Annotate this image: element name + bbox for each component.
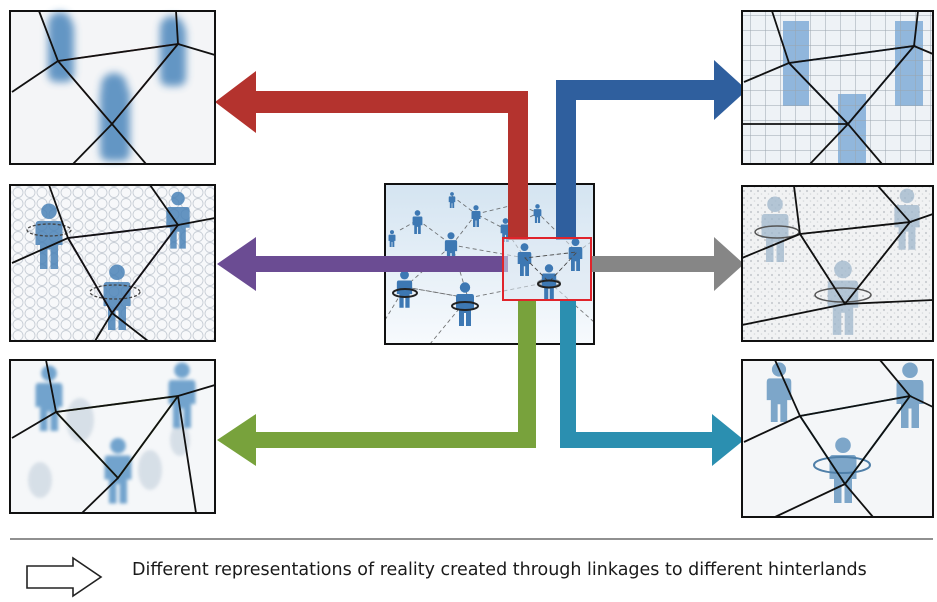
outline-right-arrow-icon (26, 556, 103, 598)
link-arrow-blue (556, 60, 747, 240)
link-arrow-green (217, 300, 536, 466)
panel-mid-left (9, 184, 216, 342)
legend-caption: Different representations of reality cre… (132, 560, 867, 580)
panel-top-left (9, 10, 216, 165)
panel-mid-right (741, 185, 934, 342)
panel-top-right (741, 10, 934, 165)
panel-bottom-right (741, 359, 934, 518)
highlight-box (502, 237, 592, 301)
link-arrow-gray (590, 237, 744, 291)
panel-bottom-left (9, 359, 216, 514)
link-arrow-teal (560, 300, 744, 466)
link-arrow-red (215, 71, 528, 240)
link-arrow-purple (217, 237, 508, 291)
